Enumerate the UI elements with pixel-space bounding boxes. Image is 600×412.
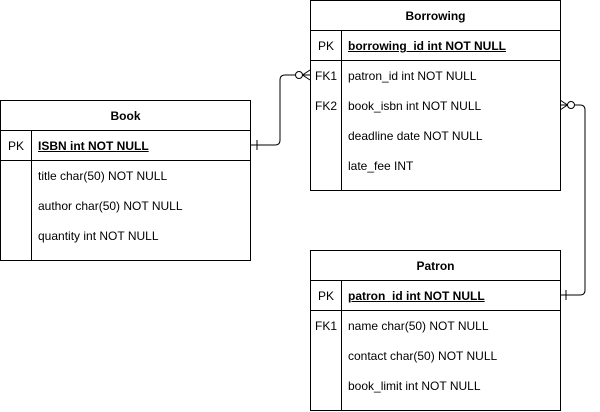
- table-borrowing[interactable]: Borrowing PK borrowing_id int NOT NULL F…: [310, 0, 561, 191]
- primary-key-row: PK borrowing_id int NOT NULL: [311, 31, 560, 61]
- key-column-divider: [341, 61, 342, 190]
- primary-key-field: ISBN int NOT NULL: [38, 139, 149, 153]
- field-row: late_fee INT: [311, 151, 560, 181]
- table-title: Patron: [311, 251, 560, 281]
- field-row: contact char(50) NOT NULL: [311, 341, 560, 371]
- field-text: author char(50) NOT NULL: [38, 199, 183, 213]
- field-text: deadline date NOT NULL: [348, 129, 483, 143]
- crowfoot-lower-borrowing-fk1: [302, 74, 311, 81]
- field-row: quantity int NOT NULL: [1, 221, 250, 251]
- field-text: book_isbn int NOT NULL: [348, 99, 482, 113]
- key-column-divider: [31, 161, 32, 260]
- key-column-divider: [341, 281, 342, 310]
- relationship-book-borrowing: [250, 69, 311, 150]
- primary-key-field: patron_id int NOT NULL: [348, 289, 485, 303]
- table-title: Book: [1, 101, 250, 131]
- pk-label: PK: [317, 39, 334, 53]
- zero-marker-borrowing-fk2: [567, 101, 575, 109]
- primary-key-field: borrowing_id int NOT NULL: [348, 39, 506, 53]
- field-row: FK1 patron_id int NOT NULL: [311, 61, 560, 91]
- fk-label: FK1: [314, 69, 337, 83]
- fk-label: FK2: [314, 99, 337, 113]
- fk-label: FK1: [314, 319, 337, 333]
- table-book[interactable]: Book PK ISBN int NOT NULL title char(50)…: [0, 100, 251, 261]
- connector-line-patron-borrowing: [560, 104, 586, 296]
- table-patron[interactable]: Patron PK patron_id int NOT NULL FK1 nam…: [310, 250, 561, 411]
- zero-marker-borrowing: [295, 71, 303, 79]
- field-row: book_limit int NOT NULL: [311, 371, 560, 401]
- crowfoot-lower-borrowing-fk2: [559, 104, 568, 111]
- pk-label: PK: [7, 139, 24, 153]
- field-row: FK2 book_isbn int NOT NULL: [311, 91, 560, 121]
- crowfoot-upper-borrowing-fk1: [302, 69, 311, 76]
- field-text: contact char(50) NOT NULL: [348, 349, 498, 363]
- field-text: book_limit int NOT NULL: [348, 379, 481, 393]
- field-text: late_fee INT: [348, 159, 414, 173]
- field-row: FK1 name char(50) NOT NULL: [311, 311, 560, 341]
- field-row: author char(50) NOT NULL: [1, 191, 250, 221]
- field-text: name char(50) NOT NULL: [348, 319, 489, 333]
- key-column-divider: [341, 31, 342, 60]
- field-row: title char(50) NOT NULL: [1, 161, 250, 191]
- key-column-divider: [31, 131, 32, 160]
- relationship-patron-borrowing: [559, 99, 586, 300]
- field-row: deadline date NOT NULL: [311, 121, 560, 151]
- primary-key-row: PK ISBN int NOT NULL: [1, 131, 250, 161]
- pk-label: PK: [317, 289, 334, 303]
- crowfoot-upper-borrowing-fk2: [559, 99, 568, 106]
- connector-line-book-borrowing: [250, 74, 310, 146]
- table-title: Borrowing: [311, 1, 560, 31]
- field-text: quantity int NOT NULL: [38, 229, 159, 243]
- key-column-divider: [341, 311, 342, 410]
- field-text: patron_id int NOT NULL: [348, 69, 477, 83]
- primary-key-row: PK patron_id int NOT NULL: [311, 281, 560, 311]
- field-text: title char(50) NOT NULL: [38, 169, 168, 183]
